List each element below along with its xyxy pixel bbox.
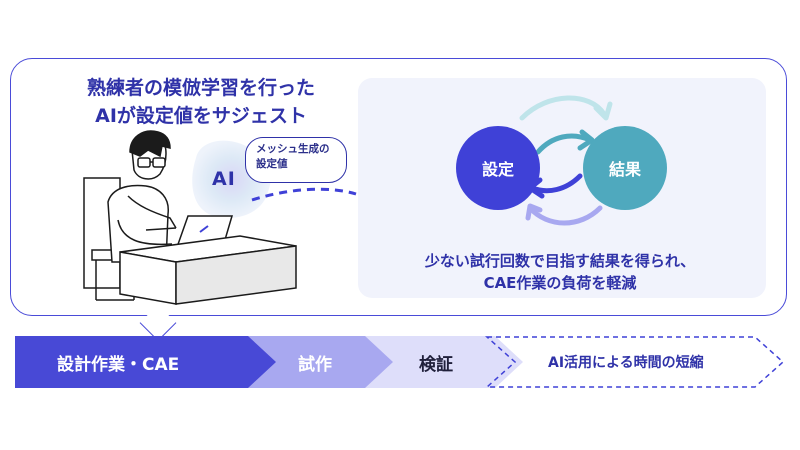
cycle-arrow-mid-teal bbox=[535, 133, 593, 155]
headline: 熟練者の模倣学習を行った AIが設定値をサジェスト bbox=[36, 74, 366, 130]
result-line-1: 少ない試行回数で目指す結果を得られ、 bbox=[424, 252, 696, 270]
result-description: 少ない試行回数で目指す結果を得られ、 CAE作業の負荷を軽減 bbox=[400, 250, 720, 294]
headline-line-2: AIが設定値をサジェスト bbox=[95, 105, 307, 127]
results-circle: 結果 bbox=[583, 126, 667, 210]
flow-step-prototype-label: 試作 bbox=[298, 354, 332, 375]
time-reduction-label: AI活用による時間の短縮 bbox=[548, 355, 704, 371]
ai-bubble-line-1: メッシュ生成の bbox=[256, 143, 330, 155]
ai-speech-bubble: メッシュ生成の 設定値 bbox=[245, 137, 347, 183]
ai-link-dashed-line bbox=[251, 187, 357, 202]
time-reduction-outline bbox=[485, 336, 785, 388]
headline-line-1: 熟練者の模倣学習を行った bbox=[86, 77, 315, 99]
settings-circle: 設定 bbox=[456, 126, 540, 210]
result-line-2: CAE作業の負荷を軽減 bbox=[483, 274, 637, 292]
flow-step-design-cae: 設計作業・CAE bbox=[15, 336, 290, 388]
settings-circle-label: 設定 bbox=[481, 160, 514, 179]
ai-bubble-line-2: 設定値 bbox=[256, 158, 288, 170]
results-circle-label: 結果 bbox=[608, 160, 641, 179]
ai-label: AI bbox=[212, 168, 236, 190]
person-icon bbox=[107, 130, 177, 263]
desk-icon bbox=[119, 235, 297, 305]
cycle-arrow-top-head bbox=[593, 101, 613, 121]
flow-step-verification-label: 検証 bbox=[419, 354, 453, 375]
cycle-arrow-top bbox=[519, 95, 607, 121]
flow-step-design-cae-label: 設計作業・CAE bbox=[57, 354, 180, 375]
cycle-arrow-bottom bbox=[527, 205, 603, 226]
cycle-arrow-bottom-head bbox=[525, 203, 543, 221]
